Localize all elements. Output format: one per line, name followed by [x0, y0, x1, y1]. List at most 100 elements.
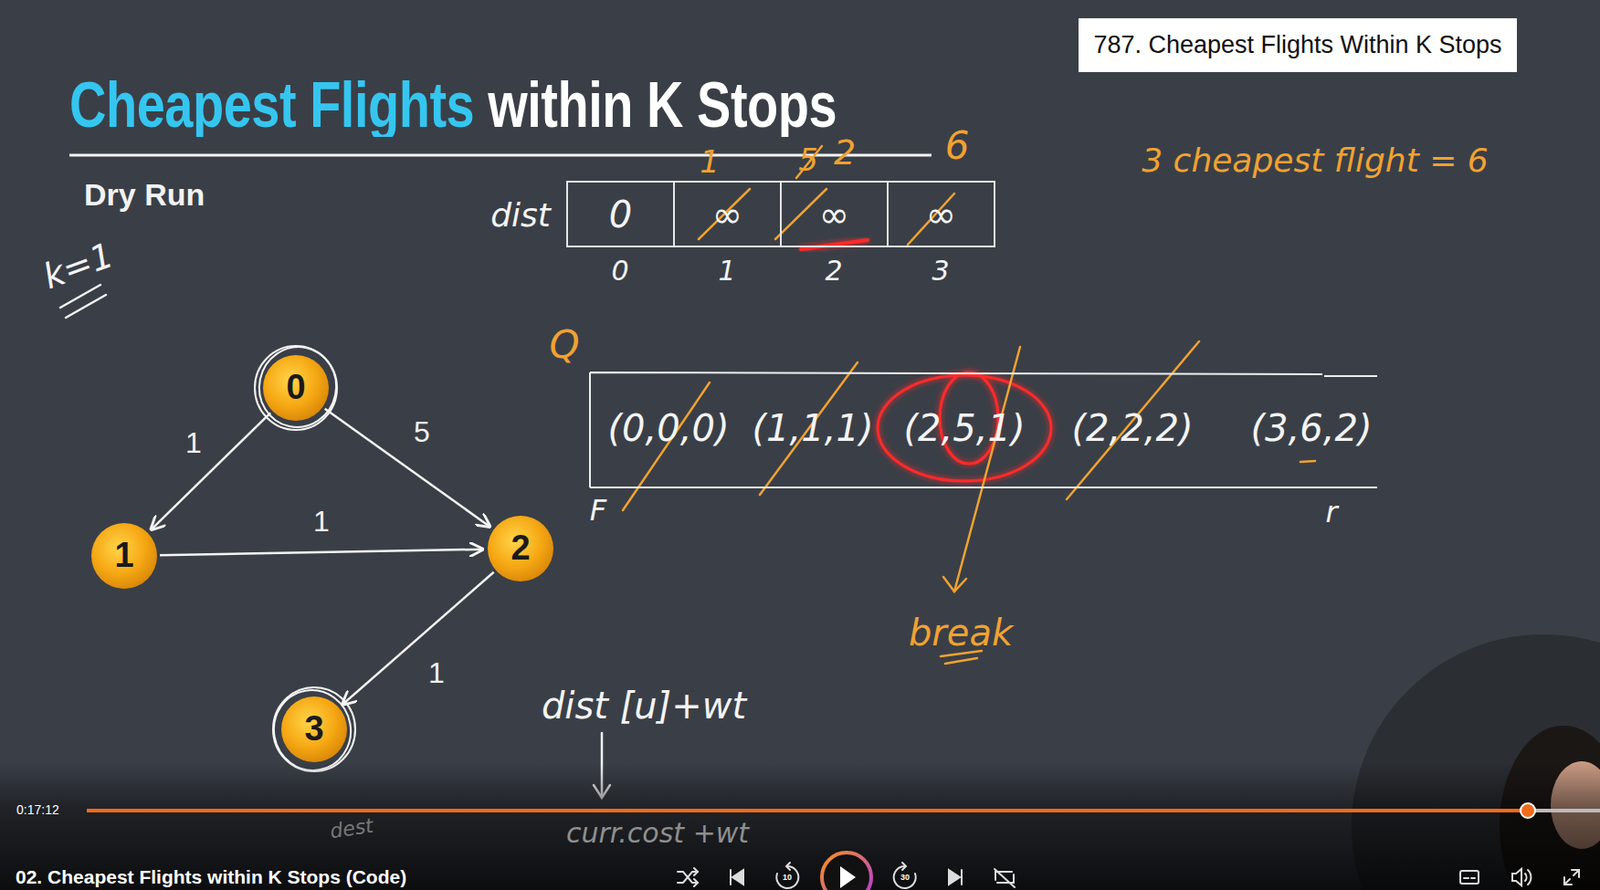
flight-edge [341, 572, 495, 706]
array-cell: ∞ [673, 180, 782, 248]
player-controls [677, 852, 1579, 890]
graph-node: 3 [280, 695, 348, 764]
skip-seconds: 10 [782, 873, 792, 884]
queue-entry: (0,0,0) [608, 408, 730, 449]
flight-edge [150, 412, 272, 531]
player-controls [960, 870, 963, 885]
player-controls [729, 870, 732, 885]
queue-entry: (1,1,1) [752, 408, 874, 449]
red-highlight [877, 372, 1052, 482]
stop-limit: k=1 [38, 236, 119, 297]
video-title: 02. Cheapest Flights within K Stops (Cod… [15, 866, 407, 888]
graph-node: 1 [90, 522, 158, 590]
front-marker: F [589, 494, 607, 527]
player-controls [1564, 870, 1579, 885]
player-fade [0, 762, 1600, 890]
node-shape [91, 523, 158, 590]
red-underline [800, 240, 868, 250]
player-controls [786, 863, 790, 871]
queue-box: (0,0,0)(1,1,1)(2,5,1)(2,2,2)(3,6,2) [589, 372, 1378, 488]
progress-bar [86, 809, 1528, 813]
node-shape [487, 515, 554, 582]
node-text: 2 [510, 529, 530, 569]
red-highlight [877, 375, 1052, 482]
break-note: break [908, 612, 1013, 653]
player-controls [1525, 870, 1531, 885]
hand-circles [252, 339, 344, 435]
timestamp: 0:17:12 [16, 803, 60, 818]
player-controls [1460, 871, 1479, 885]
strike-marks [1300, 461, 1316, 463]
section-heading: Dry Run [84, 178, 205, 212]
player-controls [994, 869, 1015, 888]
break-arrow [954, 347, 1021, 592]
flight-edge [325, 409, 492, 528]
edge-weight: 1 [310, 505, 333, 538]
rear-marker: r [1325, 496, 1337, 529]
page-title: Cheapest Flights within K Stops [69, 73, 837, 137]
player-fade [0, 762, 1600, 890]
skip-seconds: 30 [900, 873, 910, 884]
edge-weight: 1 [182, 427, 205, 460]
array-name: dist [490, 197, 551, 234]
array-index: 1 [717, 255, 736, 286]
hand-circles [252, 339, 358, 777]
formula-note: dist [u]+wt [541, 685, 747, 727]
node-text: 787. Cheapest Flights Within K Stops [1093, 31, 1502, 60]
destination-note: dest [328, 815, 375, 844]
player-controls [776, 866, 799, 889]
node-text: 1 [114, 536, 134, 576]
graph-node: 0 [262, 354, 330, 422]
player-controls [694, 868, 698, 887]
progress-bar [1520, 803, 1536, 819]
updated-value: 5 [798, 143, 819, 178]
strike-marks [775, 189, 827, 240]
array-index: 2 [824, 255, 843, 286]
queue-entry: (2,2,2) [1072, 408, 1194, 449]
node-text: ∞ [926, 194, 957, 235]
edge-weight: 1 [425, 657, 448, 690]
queue-entry: (2,5,1) [904, 408, 1026, 449]
break-arrow [943, 577, 967, 592]
queue-outline [589, 372, 1378, 488]
progress-bar [86, 803, 1600, 819]
player-controls [1512, 869, 1522, 886]
formula-note: curr.cost +wt [566, 818, 749, 849]
player-controls [821, 852, 872, 890]
node-text: 0 [285, 368, 306, 408]
player-controls [677, 872, 698, 884]
node-text: ∞ [819, 194, 850, 235]
edge-weight: 5 [410, 416, 433, 449]
strike-marks [622, 146, 1316, 511]
array-index: 0 [610, 255, 629, 286]
player-controls [1463, 877, 1475, 880]
player-controls [732, 870, 744, 885]
player-controls [948, 870, 960, 885]
flight-edge [159, 549, 485, 557]
updated-value: 1 [699, 145, 720, 179]
node-text: ∞ [712, 194, 743, 235]
player-controls [894, 866, 916, 889]
node-text: 3 [304, 710, 324, 749]
graph-node: 2 [486, 515, 555, 583]
array-cell: ∞ [886, 180, 996, 248]
node-shape [281, 696, 348, 763]
array-cell: 0 [566, 180, 675, 248]
player-controls [902, 863, 906, 871]
player-controls [840, 866, 856, 889]
array-cell: ∞ [779, 180, 889, 248]
red-underline [800, 240, 868, 250]
problem-title-box: 787. Cheapest Flights Within K Stops [1078, 18, 1517, 73]
break-arrow [945, 658, 978, 664]
array-index: 3 [931, 255, 949, 286]
strike-marks [698, 189, 750, 240]
strike-marks [1066, 341, 1200, 500]
progress-bar [1527, 809, 1600, 813]
node-text: 0 [609, 194, 632, 235]
updated-value: 2 [833, 134, 856, 173]
node-shape [263, 355, 329, 422]
answer-note: 3 cheapest flight = 6 [1141, 142, 1488, 179]
updated-value: 6 [945, 125, 970, 168]
queue-name: Q [548, 324, 579, 367]
